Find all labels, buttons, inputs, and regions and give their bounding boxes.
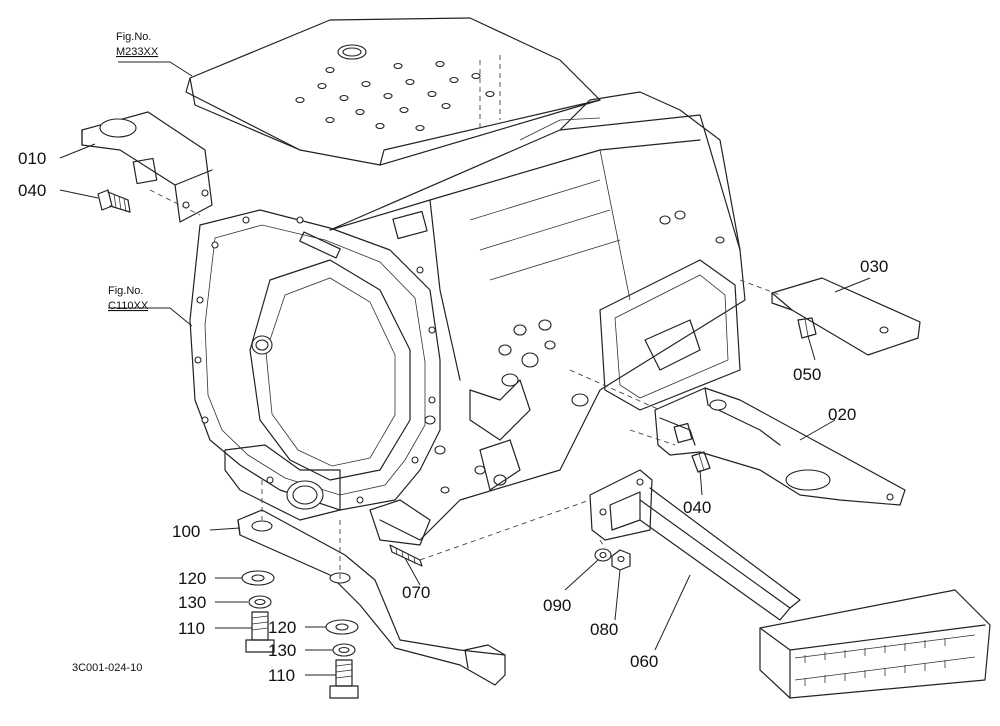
figure-reference-m233xx[interactable]: Fig.No. M233XX xyxy=(116,31,159,58)
fig-ref-number: M233XX xyxy=(116,46,159,58)
callout-120-b[interactable]: 120 xyxy=(268,618,296,637)
bolt-110-b xyxy=(329,659,359,699)
callout-090[interactable]: 090 xyxy=(543,596,571,615)
top-cover-plate xyxy=(185,17,601,166)
plate-holes xyxy=(295,60,495,132)
bracket-030 xyxy=(771,277,921,356)
callout-130-a[interactable]: 130 xyxy=(178,593,206,612)
callout-080[interactable]: 080 xyxy=(590,620,618,639)
callout-050[interactable]: 050 xyxy=(793,365,821,384)
callout-070[interactable]: 070 xyxy=(402,583,430,602)
washer-120-b xyxy=(325,619,359,635)
assembly-lines xyxy=(149,189,781,580)
washer-120-a xyxy=(241,570,275,586)
bolt-040-upper xyxy=(97,189,131,213)
callout-030[interactable]: 030 xyxy=(860,257,888,276)
callout-110-a[interactable]: 110 xyxy=(178,619,205,638)
fig-ref-label: Fig.No. xyxy=(108,285,143,297)
lock-washer-130-a xyxy=(248,595,272,609)
callout-labels: 010 040 030 050 020 040 100 120 130 110 … xyxy=(18,149,888,685)
nut-080 xyxy=(611,549,631,571)
step-assembly-060 xyxy=(589,469,991,699)
callout-040-lower[interactable]: 040 xyxy=(683,498,711,517)
figure-reference-c110xx[interactable]: Fig.No. C110XX xyxy=(108,285,149,312)
callout-110-b[interactable]: 110 xyxy=(268,666,295,685)
bolt-040-lower xyxy=(691,451,711,473)
bracket-020 xyxy=(654,387,906,506)
callout-130-b[interactable]: 130 xyxy=(268,641,296,660)
document-code: 3C001-024-10 xyxy=(72,662,142,674)
nut-090 xyxy=(594,548,612,562)
clutch-housing-flange xyxy=(189,209,441,521)
bolt-110-a xyxy=(245,611,275,653)
callout-120-a[interactable]: 120 xyxy=(178,569,206,588)
callout-020[interactable]: 020 xyxy=(828,405,856,424)
fig-ref-number: C110XX xyxy=(108,300,149,312)
callout-040-upper[interactable]: 040 xyxy=(18,181,46,200)
transmission-housing xyxy=(329,91,746,546)
callout-010[interactable]: 010 xyxy=(18,149,46,168)
lock-washer-130-b xyxy=(332,643,356,657)
bracket-010 xyxy=(81,111,213,223)
callout-060[interactable]: 060 xyxy=(630,652,658,671)
bolt-050 xyxy=(797,317,817,339)
stud-bolt-070 xyxy=(389,544,423,567)
callout-100[interactable]: 100 xyxy=(172,522,200,541)
fig-ref-label: Fig.No. xyxy=(116,31,151,43)
leader-lines xyxy=(59,61,871,676)
